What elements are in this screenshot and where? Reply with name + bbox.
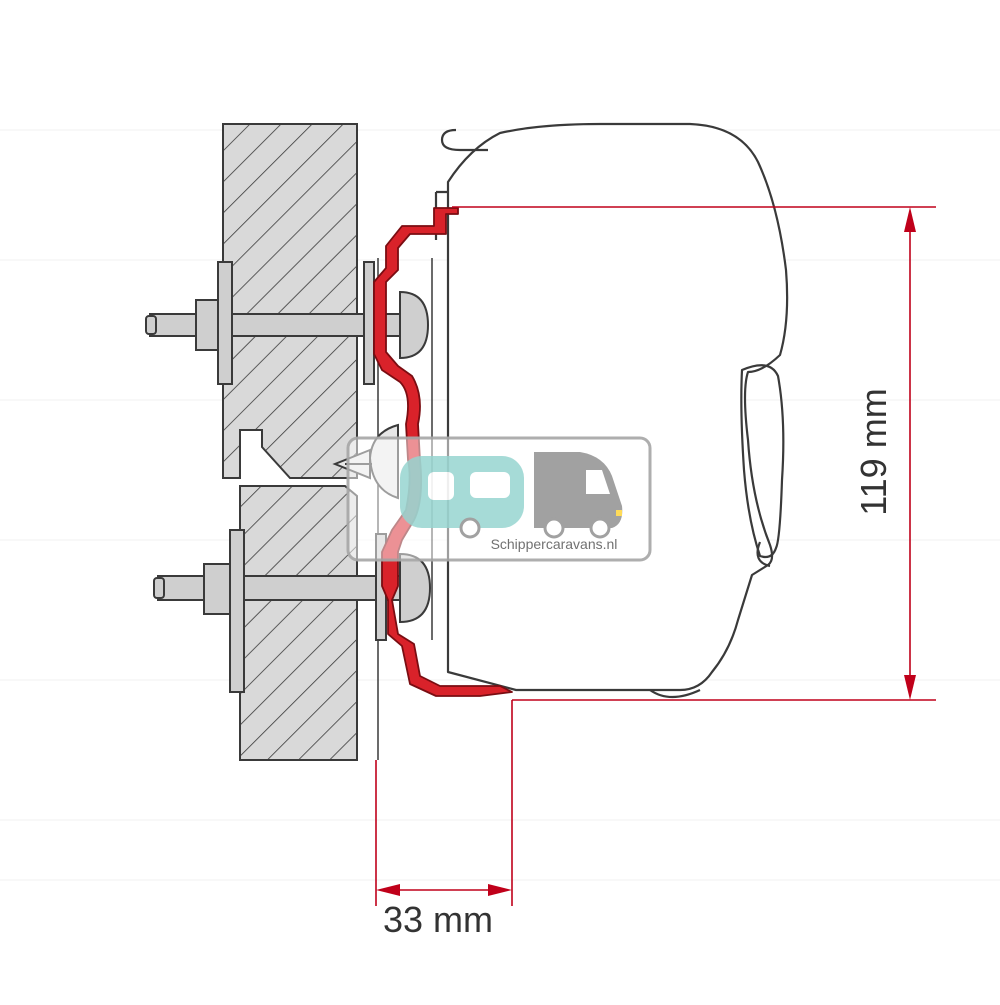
adapter-bracket (373, 207, 513, 697)
wall-upper-section (222, 123, 358, 479)
upper-bolt-head (399, 290, 430, 360)
height-arrow-top (904, 207, 916, 232)
lower-bolt-shaft (157, 575, 401, 601)
height-dimension-label: 119 mm (853, 388, 894, 515)
width-arrow-right (488, 884, 512, 896)
height-arrow-bottom (904, 675, 916, 700)
upper-bolt-assembly (145, 261, 430, 385)
upper-bolt-shaft (149, 313, 401, 337)
width-dimension (375, 700, 513, 906)
awning-inner-rib (740, 364, 785, 559)
watermark-text: Schippercaravans.nl (491, 536, 618, 552)
awning-bottom-lip (649, 689, 701, 699)
height-dimension (452, 206, 936, 701)
width-arrow-left (376, 884, 400, 896)
motorhome-icon (534, 452, 623, 539)
lower-bolt-head (399, 552, 432, 624)
awning-housing (431, 122, 789, 699)
upper-bolt-tip (145, 315, 157, 335)
upper-washer (217, 261, 233, 385)
width-dimension-label: 33 mm (383, 899, 493, 940)
upper-washer-inner (363, 261, 375, 385)
awning-housing-outline (446, 122, 789, 692)
wall-lower-section (239, 485, 358, 761)
adapter-bracket-profile (373, 207, 513, 697)
lower-washer (229, 529, 245, 693)
caravan-icon (400, 456, 524, 539)
watermark: Schippercaravans.nl (346, 436, 652, 562)
lower-bolt-tip (153, 577, 165, 599)
awning-lower-groove (756, 541, 771, 568)
awning-top-hook (440, 128, 488, 152)
